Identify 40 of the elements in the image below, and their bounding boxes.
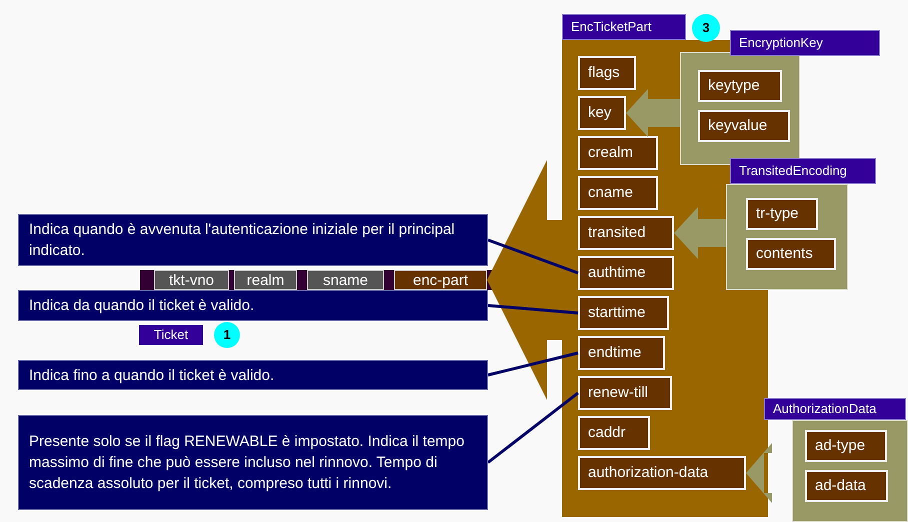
field-cell: tkt-vno xyxy=(154,270,229,290)
section-heading: Ticket xyxy=(139,325,203,345)
field-box: endtime xyxy=(578,336,665,370)
field-box: ad-type xyxy=(805,430,887,462)
callout-box: Indica fino a quando il ticket è valido. xyxy=(18,360,488,390)
section-heading: EncTicketPart xyxy=(562,14,686,40)
field-box: ad-data xyxy=(805,470,888,502)
section-heading: EncryptionKey xyxy=(730,30,880,56)
number-badge: 1 xyxy=(214,322,240,348)
callout-box: Indica quando è avvenuta l'autenticazione iniziale per il principal indicato. xyxy=(18,214,488,266)
leader-line xyxy=(487,238,579,274)
field-box: keytype xyxy=(698,70,782,102)
section-heading: AuthorizationData xyxy=(764,398,906,420)
field-cell: enc-part xyxy=(394,270,487,290)
field-box: caddr xyxy=(578,416,650,450)
leader-line xyxy=(487,392,579,464)
block-arrow xyxy=(674,207,726,259)
section-heading: TransitedEncoding xyxy=(730,158,876,184)
field-box: key xyxy=(578,96,626,130)
leader-line xyxy=(488,352,578,376)
field-box: crealm xyxy=(578,136,658,170)
field-box: flags xyxy=(578,56,636,90)
block-arrow xyxy=(746,443,772,503)
field-box: cname xyxy=(578,176,658,210)
block-arrow xyxy=(626,89,680,137)
field-cell: sname xyxy=(307,270,384,290)
field-box: renew-till xyxy=(578,376,672,410)
field-box: transited xyxy=(578,216,674,250)
field-box: authtime xyxy=(578,256,674,290)
callout-box: Presente solo se il flag RENEWABLE è impostato. Indica il tempo massimo di fine che può essere incluso nel rinnovo. Tempo di scadenza assoluto per il ticket, compreso tutti i rinnovi. xyxy=(18,415,488,510)
field-box: starttime xyxy=(578,296,669,330)
field-box: contents xyxy=(746,238,836,270)
field-cell: realm xyxy=(234,270,297,290)
block-arrow xyxy=(487,160,562,400)
number-badge: 3 xyxy=(692,14,720,42)
leader-line xyxy=(488,304,578,314)
field-box: tr-type xyxy=(746,198,818,230)
field-box: keyvalue xyxy=(698,110,790,142)
field-box: authorization-data xyxy=(578,456,746,490)
callout-box: Indica da quando il ticket è valido. xyxy=(18,290,488,321)
